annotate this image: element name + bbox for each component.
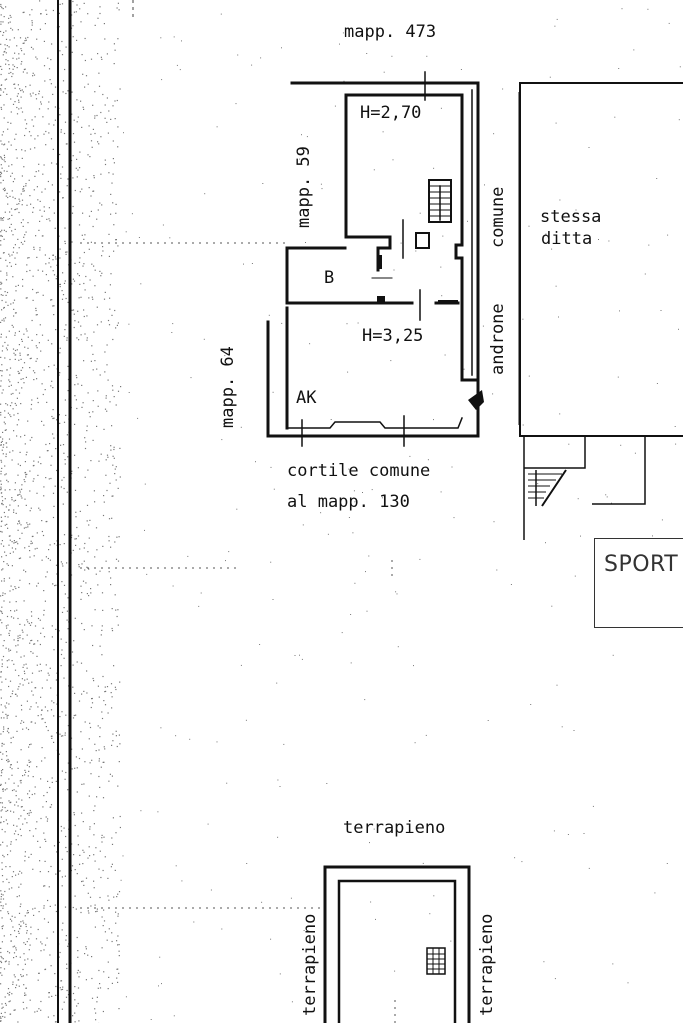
- adjacent-building: [518, 82, 683, 540]
- label-h-lower: H=3,25: [362, 326, 424, 346]
- label-androne: androne: [488, 303, 508, 375]
- label-mapp-64: mapp. 64: [218, 346, 238, 428]
- label-comune: comune: [488, 186, 508, 248]
- label-stessa: stessa: [540, 207, 602, 227]
- label-al-mapp-130: al mapp. 130: [287, 492, 410, 512]
- label-room-b: B: [324, 268, 335, 288]
- label-mapp-473: mapp. 473: [344, 22, 437, 42]
- label-room-ak: AK: [296, 388, 317, 408]
- label-sport: SPORT: [604, 552, 679, 577]
- label-mapp-59: mapp. 59: [294, 146, 314, 228]
- label-terrapieno-left: terrapieno: [300, 913, 320, 1016]
- label-terrapieno-top: terrapieno: [343, 818, 446, 838]
- entrance-marker: [468, 390, 484, 410]
- label-ditta: ditta: [541, 229, 593, 249]
- label-h-upper: H=2,70: [360, 103, 422, 123]
- label-terrapieno-right: terrapieno: [477, 913, 497, 1016]
- main-plan: [266, 71, 480, 447]
- sport-box: [594, 538, 683, 628]
- label-cortile-comune: cortile comune: [287, 461, 431, 481]
- basement-plan: [323, 865, 471, 1023]
